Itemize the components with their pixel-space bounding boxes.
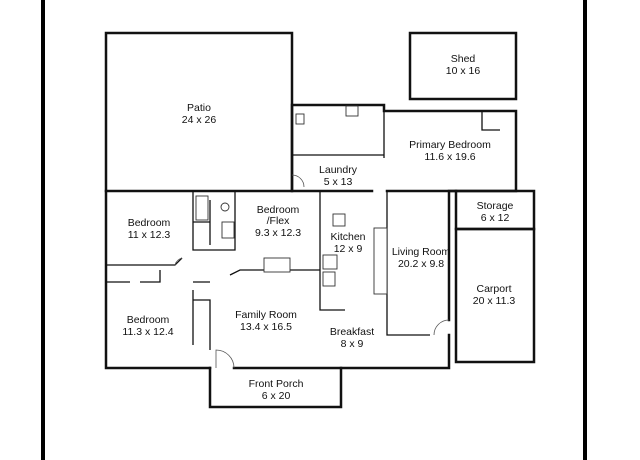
bath-vanity xyxy=(221,221,235,239)
bedroom-door xyxy=(174,257,183,266)
frame-border xyxy=(41,0,587,460)
hall-closet xyxy=(263,257,291,273)
stove xyxy=(322,271,336,287)
living-door xyxy=(433,319,450,336)
fixtures xyxy=(195,105,388,295)
bath-walls xyxy=(192,191,236,251)
front-porch-outline xyxy=(208,366,343,409)
closet-wall xyxy=(481,111,500,131)
laundry-appliance xyxy=(295,113,305,125)
closet-walls-west xyxy=(106,270,161,283)
toilet xyxy=(220,202,230,212)
kitchen-sink xyxy=(332,213,346,227)
bedroom-dividing-wall xyxy=(192,290,211,350)
shed-outline xyxy=(408,31,518,101)
kitchen-counter-wall xyxy=(319,250,345,311)
bath-tub xyxy=(195,195,209,221)
fridge xyxy=(322,254,338,270)
door-swings xyxy=(174,174,450,369)
kitchen-island xyxy=(373,227,388,295)
laundry-door xyxy=(291,174,305,188)
front-door xyxy=(215,349,235,369)
carport-outline xyxy=(454,227,536,364)
laundry-sink xyxy=(345,105,359,117)
